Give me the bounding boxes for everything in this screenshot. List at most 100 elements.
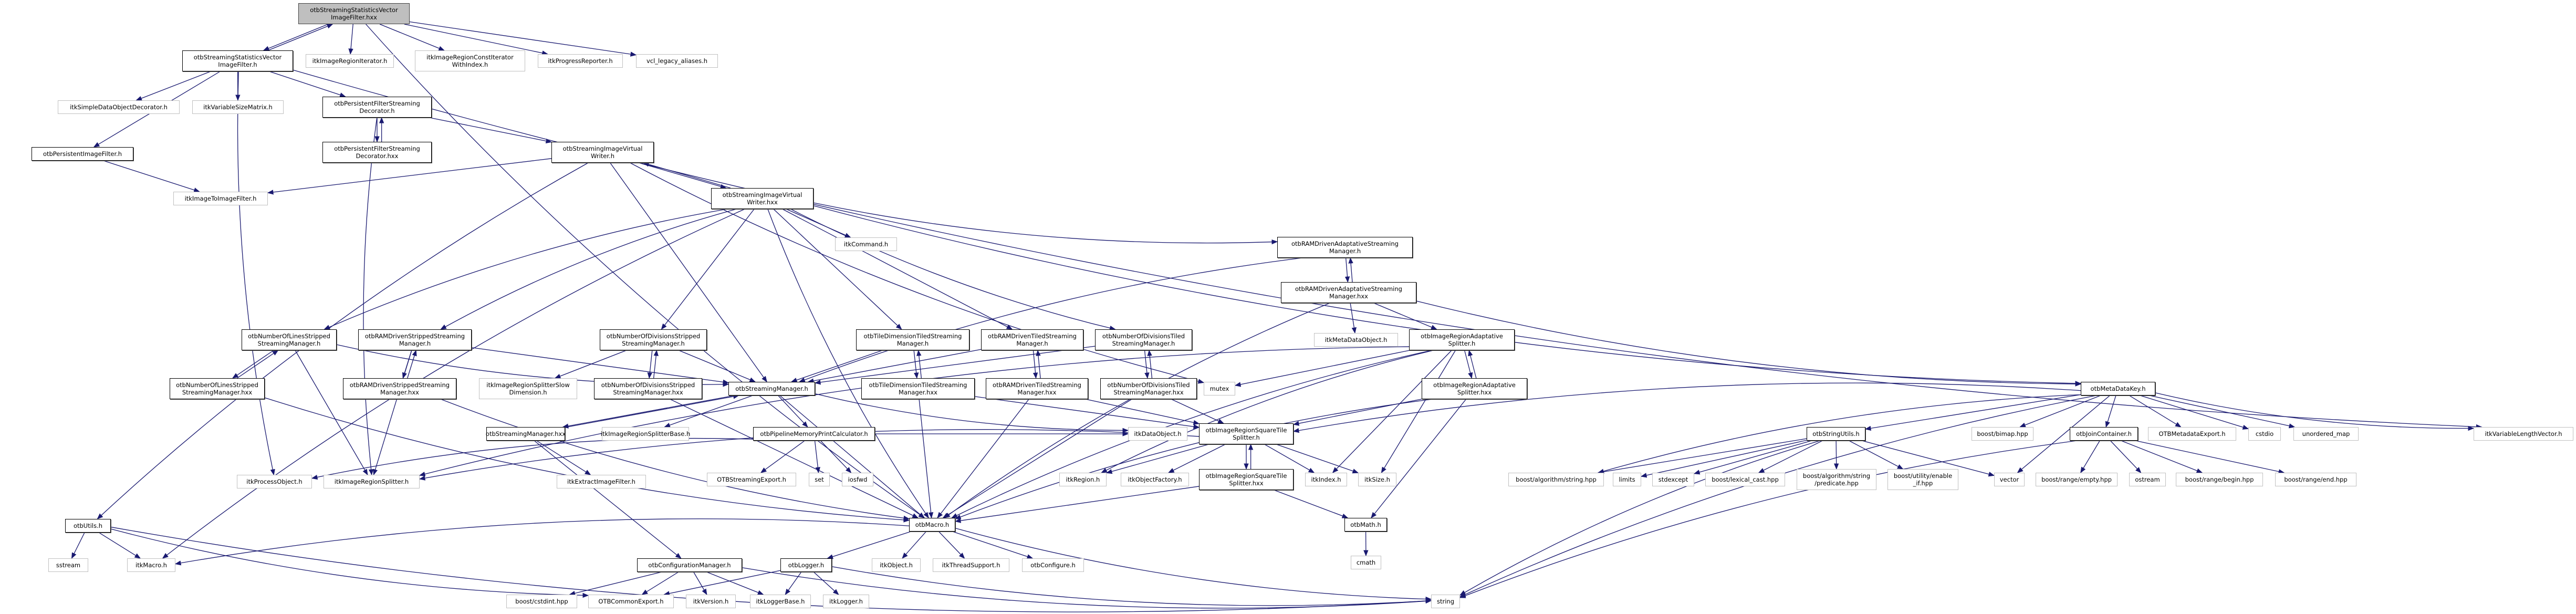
node-configuration-manager[interactable]: otbConfigurationManager.h: [637, 558, 742, 572]
node-otb-math[interactable]: otbMath.h: [1344, 518, 1387, 532]
node-streaming-statistics-vector-image-filter-h[interactable]: otbStreamingStatisticsVector ImageFilter…: [182, 50, 293, 71]
node-number-of-lines-stripped-streaming-manager-hxx[interactable]: otbNumberOfLinesStripped StreamingManage…: [170, 378, 265, 399]
node-label: vector: [1999, 476, 2019, 483]
node-streaming-image-virtual-writer-hxx[interactable]: otbStreamingImageVirtual Writer.hxx: [711, 188, 814, 209]
node-persistent-filter-streaming-decorator-h[interactable]: otbPersistentFilterStreaming Decorator.h: [322, 97, 432, 118]
node-persistent-image-filter[interactable]: otbPersistentImageFilter.h: [32, 147, 133, 161]
node-label: itkSimpleDataObjectDecorator.h: [70, 103, 168, 111]
node-label: unordered_map: [2302, 430, 2350, 438]
edge-otbJoinContainer-to-boost_range_begin: [2121, 440, 2203, 473]
node-streaming-manager-h[interactable]: otbStreamingManager.h: [728, 382, 815, 396]
node-label: otbConfigure.h: [1030, 561, 1076, 569]
edge-root-to-ssvif_h: [263, 24, 329, 51]
node-otb-macro[interactable]: otbMacro.h: [909, 518, 955, 532]
node-label: otbRAMDrivenStrippedStreaming Manager.hx…: [349, 381, 450, 396]
node-image-region-square-tile-splitter-h[interactable]: otbImageRegionSquareTile Splitter.h: [1199, 423, 1294, 444]
edge-otbStringUtils-to-boost_enable_if: [1849, 440, 1904, 470]
node-otb-logger[interactable]: otbLogger.h: [780, 558, 832, 572]
edge-otbStringUtils-to-stdexcept: [1693, 440, 1812, 475]
node-label: OTBCommonExport.h: [598, 598, 664, 605]
edge-sivw_hxx-to-itkMacro: [162, 209, 745, 559]
edge-sm_hxx-to-itkExtractImageFilter: [536, 440, 591, 475]
node-itk-logger: itkLogger.h: [823, 595, 869, 608]
node-itk-image-region-splitter-base: itkImageRegionSplitterBase.h: [601, 427, 690, 441]
edge-iras_hxx-to-otbMacro: [954, 399, 1433, 519]
edge-irst_hxx-to-otbMath: [1274, 490, 1349, 518]
edge-rams_hxx-to-otbMacro: [441, 399, 910, 521]
edge-sivw_h-to-sivw_hxx: [639, 162, 727, 189]
edge-ramadapt_hxx-to-itkMetaDataObject: [1350, 303, 1357, 334]
node-meta-data-key[interactable]: otbMetaDataKey.h: [2081, 382, 2155, 396]
node-label: otbRAMDrivenAdaptativeStreaming Manager.…: [1295, 285, 1402, 300]
node-tile-dimension-tiled-streaming-manager-h[interactable]: otbTileDimensionTiledStreaming Manager.h: [856, 329, 969, 350]
node-number-of-divisions-stripped-streaming-manager-h[interactable]: otbNumberOfDivisionsStripped StreamingMa…: [600, 329, 707, 350]
edge-sivw_h-to-itkImageToImageFilter: [267, 158, 552, 195]
edge-sivw_hxx-to-ramadapt_h: [813, 202, 1278, 245]
node-unordered-map: unordered_map: [2293, 427, 2359, 441]
node-number-of-lines-stripped-streaming-manager-h[interactable]: otbNumberOfLinesStripped StreamingManage…: [242, 329, 337, 350]
node-otb-utils[interactable]: otbUtils.h: [65, 519, 111, 533]
node-boost-utility-enable-if: boost/utility/enable _if.hpp: [1887, 469, 1958, 490]
node-ram-driven-stripped-streaming-manager-hxx[interactable]: otbRAMDrivenStrippedStreaming Manager.hx…: [343, 378, 456, 399]
edge-rams_h-to-itkImageRegionSplitter: [373, 350, 412, 476]
edge-nodt_h-to-sm_h: [814, 346, 1096, 385]
edge-sm_h-to-itkImageRegionSplitterBase: [664, 395, 753, 428]
node-label: itkProcessObject.h: [246, 478, 303, 485]
node-label: otbPersistentImageFilter.h: [43, 150, 122, 158]
node-streaming-manager-hxx[interactable]: otbStreamingManager.hxx: [486, 427, 566, 441]
node-streaming-image-virtual-writer-h[interactable]: otbStreamingImageVirtual Writer.h: [551, 142, 654, 163]
node-otb-configure: otbConfigure.h: [1022, 558, 1084, 572]
node-itk-variable-size-matrix: itkVariableSizeMatrix.h: [192, 100, 284, 114]
node-number-of-divisions-tiled-streaming-manager-hxx[interactable]: otbNumberOfDivisionsTiled StreamingManag…: [1100, 378, 1197, 399]
edge-ssvif_h-to-pfsd_h: [269, 71, 346, 98]
node-ram-driven-tiled-streaming-manager-hxx[interactable]: otbRAMDrivenTiledStreaming Manager.hxx: [986, 378, 1088, 399]
node-ram-driven-adaptative-streaming-manager-h[interactable]: otbRAMDrivenAdaptativeStreaming Manager.…: [1277, 237, 1413, 258]
edge-otbJoinContainer-to-ostream: [2110, 440, 2142, 473]
edge-nodt_hxx-to-otbMacro: [942, 399, 1132, 518]
node-itk-region: itkRegion.h: [1059, 473, 1107, 486]
node-itk-image-region-splitter-slow-dimension: itkImageRegionSplitterSlow Dimension.h: [479, 378, 577, 399]
node-label: otbLogger.h: [788, 561, 825, 569]
node-image-region-square-tile-splitter-hxx[interactable]: otbImageRegionSquareTile Splitter.hxx: [1199, 469, 1294, 490]
node-label: boost/cstdint.hpp: [515, 598, 568, 605]
node-string-utils[interactable]: otbStringUtils.h: [1807, 427, 1865, 441]
node-image-region-adaptative-splitter-hxx[interactable]: otbImageRegionAdaptative Splitter.hxx: [1422, 378, 1527, 399]
edge-nols_hxx-to-otbMacro: [264, 397, 910, 523]
node-ram-driven-stripped-streaming-manager-h[interactable]: otbRAMDrivenStrippedStreaming Manager.h: [358, 329, 472, 350]
node-itk-index: itkIndex.h: [1305, 473, 1347, 486]
edge-otbMacro-to-itkThreadSupport: [938, 531, 965, 559]
node-pipeline-memory-print-calculator[interactable]: otbPipelineMemoryPrintCalculator.h: [753, 427, 875, 441]
node-persistent-filter-streaming-decorator-hxx[interactable]: otbPersistentFilterStreaming Decorator.h…: [322, 142, 432, 163]
edge-otbLogger-to-OTBCommonExport: [663, 570, 781, 596]
edge-ramt_h-to-sm_h: [807, 349, 982, 383]
edge-iras_hxx-to-irst_h: [1292, 399, 1422, 426]
edge-nods_h-to-itkImageRegionSplitterSlowDimension: [554, 350, 627, 379]
node-label: otbNumberOfDivisionsStripped StreamingMa…: [601, 381, 695, 396]
node-label: itkImageRegionSplitterSlow Dimension.h: [486, 381, 570, 396]
node-label: otbNumberOfDivisionsStripped StreamingMa…: [606, 332, 701, 347]
node-ram-driven-adaptative-streaming-manager-hxx[interactable]: otbRAMDrivenAdaptativeStreaming Manager.…: [1281, 282, 1416, 303]
node-ram-driven-tiled-streaming-manager-h[interactable]: otbRAMDrivenTiledStreaming Manager.h: [981, 329, 1083, 350]
node-boost-algorithm-string-predicate: boost/algorithm/string /predicate.hpp: [1797, 469, 1876, 490]
node-number-of-divisions-stripped-streaming-manager-hxx[interactable]: otbNumberOfDivisionsStripped StreamingMa…: [594, 378, 702, 399]
node-image-region-adaptative-splitter-h[interactable]: otbImageRegionAdaptative Splitter.h: [1409, 329, 1515, 350]
node-itk-size: itkSize.h: [1358, 473, 1396, 486]
edge-nodt_hxx-to-irst_h: [1171, 399, 1224, 424]
node-tile-dimension-tiled-streaming-manager-hxx[interactable]: otbTileDimensionTiledStreaming Manager.h…: [861, 378, 975, 399]
edge-sivw_hxx-to-rams_h: [440, 209, 737, 330]
node-join-container[interactable]: otbJoinContainer.h: [2070, 427, 2138, 441]
edge-root-to-otbMacro: [366, 24, 925, 518]
edge-root-to-itkImageRegionConstIteratorWithIndex: [379, 24, 445, 51]
node-label: boost/algorithm/string.hpp: [1516, 476, 1597, 483]
node-sstream: sstream: [48, 558, 88, 572]
node-label: cstdio: [2255, 430, 2274, 438]
node-itk-object: itkObject.h: [872, 558, 921, 572]
node-label: otbPipelineMemoryPrintCalculator.h: [760, 430, 868, 438]
node-label: string: [1436, 598, 1454, 605]
node-label: set: [815, 476, 824, 483]
node-vcl-legacy-aliases: vcl_legacy_aliases.h: [636, 54, 718, 68]
node-label: itkVersion.h: [693, 598, 729, 605]
node-label: otbNumberOfDivisionsTiled StreamingManag…: [1107, 381, 1190, 396]
edge-ssvif_h-to-itkSimpleDataObjectDecorator: [135, 71, 211, 101]
node-number-of-divisions-tiled-streaming-manager-h[interactable]: otbNumberOfDivisionsTiled StreamingManag…: [1095, 329, 1192, 350]
